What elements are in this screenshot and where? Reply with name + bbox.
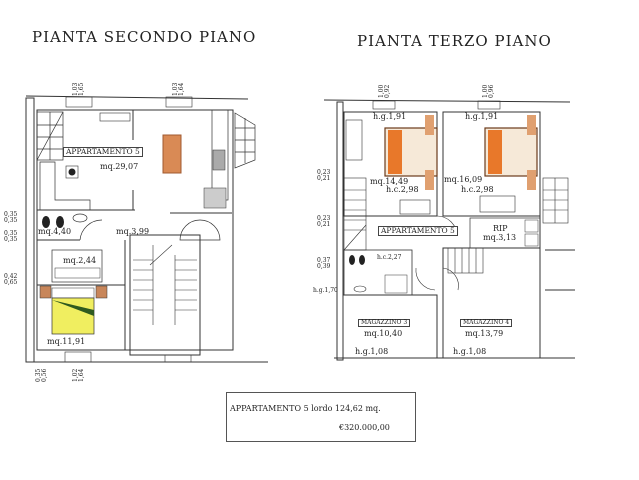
- bath-hc: h.c.2,27: [377, 254, 402, 261]
- magazzino4-label: MAGAZZINO 4: [460, 319, 513, 327]
- bedroom1-hc: h.c.2,98: [386, 185, 419, 194]
- apartment-label-third: APPARTAMENTO 5: [378, 226, 458, 236]
- bedroom2-hg: h.g.1,91: [465, 112, 499, 121]
- room-area-hall: mq.3,99: [116, 227, 150, 236]
- rip-area: mq.3,13: [483, 233, 517, 242]
- rip-label: RIP: [493, 224, 508, 233]
- room-area-closet: mq.2,44: [63, 256, 97, 265]
- room-area-living: mq.29,07: [100, 162, 139, 171]
- price-summary-box: APPARTAMENTO 5 lordo 124,62 mq. €320.000…: [226, 392, 416, 442]
- bed-yellow: [51, 297, 95, 335]
- title-third-floor: PIANTA TERZO PIANO: [357, 32, 552, 50]
- stairs-third-left: [343, 177, 367, 251]
- bedroom2-hc: h.c.2,98: [461, 185, 494, 194]
- room-area-bath: mq.4,40: [38, 227, 72, 236]
- dining-table: [162, 134, 182, 174]
- magazzino3-area: mq.10,40: [364, 329, 403, 338]
- summary-gross-area: APPARTAMENTO 5 lordo 124,62 mq.: [230, 404, 381, 413]
- bath-hg: h.g.1,70: [313, 287, 338, 294]
- stairs-third-right: [542, 177, 569, 224]
- bedroom1-area: mq.14,49: [370, 177, 409, 186]
- summary-price: €320.000,00: [339, 423, 390, 432]
- apartment-label-second: APPARTAMENTO 5: [63, 147, 143, 157]
- magazzino3-label: MAGAZZINO 3: [358, 319, 411, 327]
- room-area-bedroom: mq.11,91: [47, 337, 86, 346]
- stairs-third-center: [447, 247, 484, 274]
- magazzino3-hg: h.g.1,08: [355, 347, 389, 356]
- bedroom1-hg: h.g.1,91: [373, 112, 407, 121]
- stairs-left: [36, 111, 64, 161]
- second-floor-plan: [25, 95, 268, 363]
- third-floor-plan: [323, 99, 575, 361]
- stairwell: [133, 244, 197, 325]
- bedroom2-area: mq.16,09: [444, 175, 483, 184]
- magazzino4-area: mq.13,79: [465, 329, 504, 338]
- stairs-right-outer: [234, 112, 256, 169]
- title-second-floor: PIANTA SECONDO PIANO: [32, 28, 257, 46]
- magazzino4-hg: h.g.1,08: [453, 347, 487, 356]
